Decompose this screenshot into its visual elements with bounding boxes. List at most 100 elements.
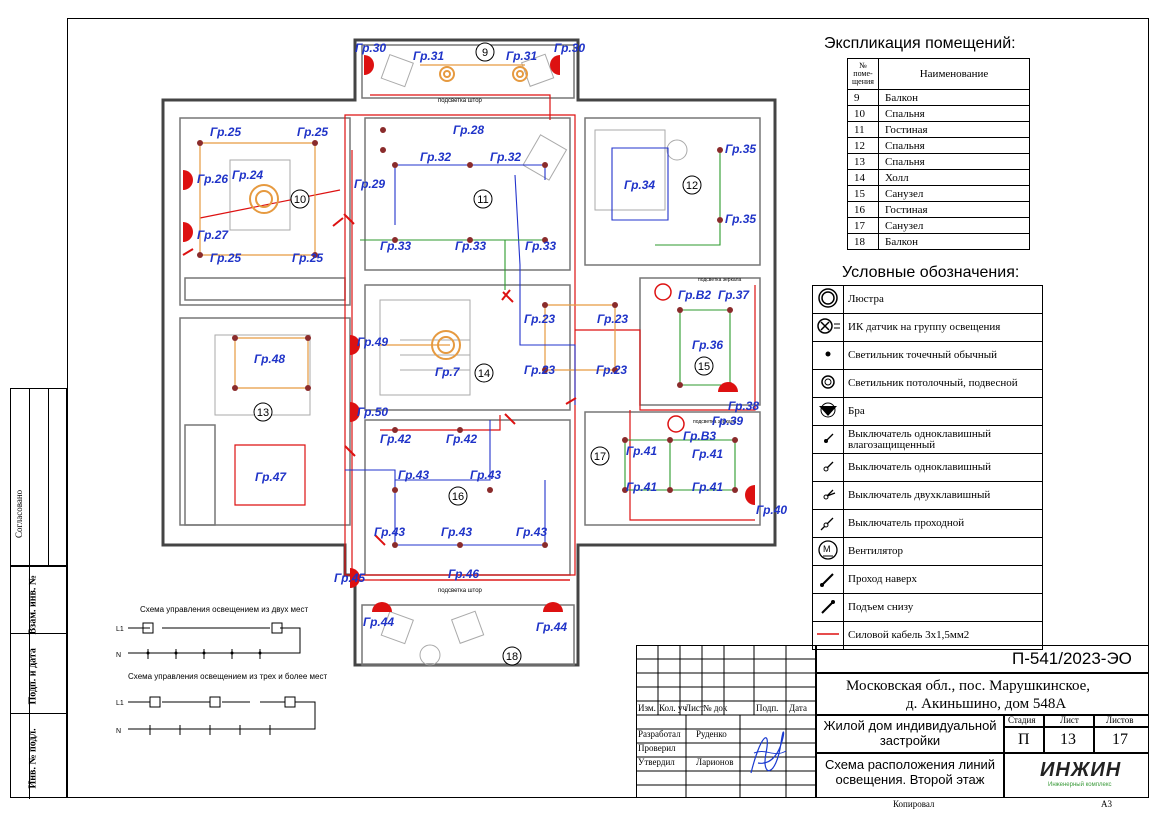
group-41a: Гр.41 [626, 444, 657, 458]
group-35b: Гр.35 [725, 212, 756, 226]
name-approver: Ларионов [696, 757, 734, 767]
sconce-icon [819, 402, 837, 418]
legend-label: Бра [843, 397, 1043, 426]
room-name: Санузел [878, 217, 1030, 234]
address-line-1: Московская обл., пос. Марушкинское, [846, 678, 1091, 694]
room-9: 9 [482, 47, 488, 59]
explication-col-num: № поме-щения [847, 58, 879, 90]
legend-symbol-cell [812, 593, 844, 622]
company-logo: ИНЖИН [1040, 759, 1122, 781]
legend-title: Условные обозначения: [842, 264, 1020, 281]
group-28: Гр.28 [453, 123, 484, 137]
legend-row: Светильник потолочный, подвесной [812, 369, 1043, 398]
inventory-strip: Взам. инв. № Подп. и дата Инв. № подл. [10, 566, 68, 799]
group-30b: Гр.30 [554, 41, 585, 55]
room-name: Спальня [878, 137, 1030, 154]
format-label: А3 [1101, 799, 1112, 809]
ir-sensor-icon [817, 318, 840, 334]
group-25c: Гр.25 [210, 251, 241, 265]
group-33b: Гр.33 [455, 239, 486, 253]
group-46: Гр.46 [448, 567, 479, 581]
room-11: 11 [477, 194, 488, 206]
group-38: Гр.38 [728, 399, 759, 413]
room-14: 14 [478, 368, 490, 380]
mirror-note-17: подсветка зеркала [693, 419, 737, 425]
room-number: 11 [847, 121, 879, 138]
group-31b: Гр.31 [506, 49, 537, 63]
sheet-cell [1044, 727, 1094, 753]
name-developer: Руденко [696, 729, 727, 739]
group-33a: Гр.33 [380, 239, 411, 253]
group-7: Гр.7 [435, 365, 461, 379]
scheme-two-l1: L1 [116, 626, 124, 633]
col-list: Лист [685, 703, 704, 713]
room-number: 9 [847, 89, 879, 106]
legend-row: Люстра [812, 285, 1043, 314]
group-23b: Гр.23 [597, 312, 628, 326]
sheet-label: Лист [1060, 715, 1079, 725]
inv-orig-label: Инв. № подл. [27, 728, 39, 789]
object-cell [816, 715, 1004, 753]
legend-row: Светильник точечный обычный [812, 341, 1043, 370]
legend-row: ИК датчик на группу освещения [812, 313, 1043, 342]
logo-cell [1004, 753, 1149, 798]
group-41d: Гр.41 [692, 480, 723, 494]
legend-row: Выключатель двухклавишный [812, 481, 1043, 510]
stage-label: Стадия [1008, 715, 1036, 725]
group-35a: Гр.35 [725, 142, 756, 156]
legend-label: Светильник точечный обычный [843, 341, 1043, 370]
legend-label: Выключатель одноклавишный влагозащищенны… [843, 425, 1043, 454]
legend-symbol-cell [812, 565, 844, 594]
sheet-title: Схема расположения линий освещения. Втор… [824, 757, 996, 787]
sheet-title-cell [816, 753, 1004, 798]
scheme-three-n: N [116, 728, 121, 735]
rise-bottom-icon [821, 600, 835, 614]
group-25d: Гр.25 [292, 251, 323, 265]
ceiling-light-icon [821, 375, 835, 389]
room-number: 10 [847, 105, 879, 122]
group-b2: Гр.В2 [678, 288, 711, 302]
room-name: Гостиная [878, 121, 1030, 138]
group-31a: Гр.31 [413, 49, 444, 63]
sheets-label: Листов [1106, 715, 1134, 725]
room-number: 18 [847, 233, 879, 250]
role-developer: Разработал [638, 729, 681, 739]
room-name: Санузел [878, 185, 1030, 202]
scheme-two-n: N [116, 652, 121, 659]
room-name: Спальня [878, 153, 1030, 170]
fan-icon: M [818, 540, 838, 560]
legend-row: Выключатель одноклавишный [812, 453, 1043, 482]
room-name: Спальня [878, 105, 1030, 122]
scheme-two-places: L1 N [116, 622, 301, 659]
curtain-note-top: подсветка штор [438, 98, 483, 104]
switch-single-icon [823, 461, 834, 472]
sheets-header [1094, 715, 1149, 727]
legend-label: Проход наверх [843, 565, 1043, 594]
room-name: Балкон [878, 233, 1030, 250]
legend-label: Выключатель проходной [843, 509, 1043, 538]
room-number: 14 [847, 169, 879, 186]
group-43c: Гр.43 [374, 525, 405, 539]
group-27: Гр.27 [197, 228, 229, 242]
legend-symbol-cell: M [812, 537, 844, 566]
group-47: Гр.47 [255, 470, 287, 484]
stage-header [1004, 715, 1044, 727]
switch-waterproof-icon [824, 433, 834, 443]
title-block: Изм. Кол. уч Лист № док Подп. Дата Разра… [636, 645, 1149, 798]
legend-symbol-cell [812, 509, 844, 538]
group-36: Гр.36 [692, 338, 723, 352]
room-name: Холл [878, 169, 1030, 186]
group-23d: Гр.23 [596, 363, 627, 377]
signature-icon [750, 731, 787, 774]
explication-title: Экспликация помещений: [824, 35, 1016, 52]
group-44a: Гр.44 [363, 615, 394, 629]
group-29: Гр.29 [354, 177, 385, 191]
room-name: Гостиная [878, 201, 1030, 218]
group-45: Гр.45 [334, 571, 365, 585]
legend-symbol-cell [812, 453, 844, 482]
